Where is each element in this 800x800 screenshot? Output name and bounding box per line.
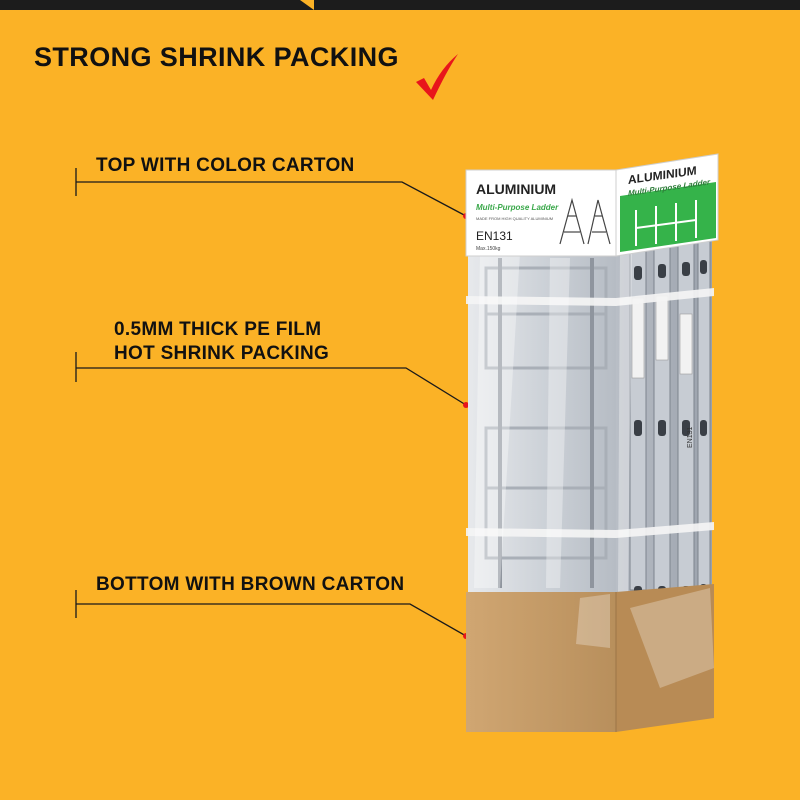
pointer-dot-film	[463, 402, 469, 408]
carton-brand: ALUMINIUM	[476, 181, 556, 197]
carton-ladder-graphic	[559, 197, 611, 245]
carton-side-green-panel	[620, 182, 716, 252]
callout-pe-film: 0.5MM THICK PE FILM HOT SHRINK PACKING	[114, 318, 329, 366]
strapping-bands	[466, 288, 714, 538]
checkmark-icon	[416, 54, 458, 100]
callout-pe-film-line-1: 0.5MM THICK PE FILM	[114, 319, 322, 340]
leader-top-line	[76, 181, 467, 217]
brown-carton-front	[466, 592, 616, 732]
packaged-ladder: ALUMINIUM Multi-Purpose Ladder MADE FROM…	[465, 153, 719, 732]
color-carton-front	[465, 169, 617, 257]
callout-bottom-carton: BOTTOM WITH BROWN CARTON	[96, 573, 404, 597]
ladder-front-frame	[484, 266, 608, 560]
carton-load: Max.150kg	[476, 246, 501, 252]
carton-tagline: MADE FROM HIGH QUALITY ALUMINIUM	[476, 216, 553, 221]
callout-top-carton-line: TOP WITH COLOR CARTON	[96, 155, 355, 176]
carton-standard: EN131	[476, 229, 513, 243]
top-bar-notch	[300, 0, 314, 10]
leader-film-line	[76, 367, 467, 406]
callout-bottom-carton-line: BOTTOM WITH BROWN CARTON	[96, 574, 405, 595]
page-title: STRONG SHRINK PACKING	[34, 42, 399, 72]
carton-subtitle: Multi-Purpose Ladder	[476, 203, 559, 212]
callout-pe-film-line-2: HOT SHRINK PACKING	[114, 343, 330, 364]
brown-carton-side	[616, 584, 714, 732]
shrink-film-highlights	[474, 250, 632, 594]
leader-bottom-line	[76, 603, 467, 637]
brown-carton-film-wrap	[576, 588, 714, 688]
top-bar	[0, 0, 800, 10]
carton-side-ladder-graphic	[635, 200, 697, 246]
rung-label: EN131	[687, 426, 694, 448]
callout-top-carton: TOP WITH COLOR CARTON	[96, 154, 355, 178]
